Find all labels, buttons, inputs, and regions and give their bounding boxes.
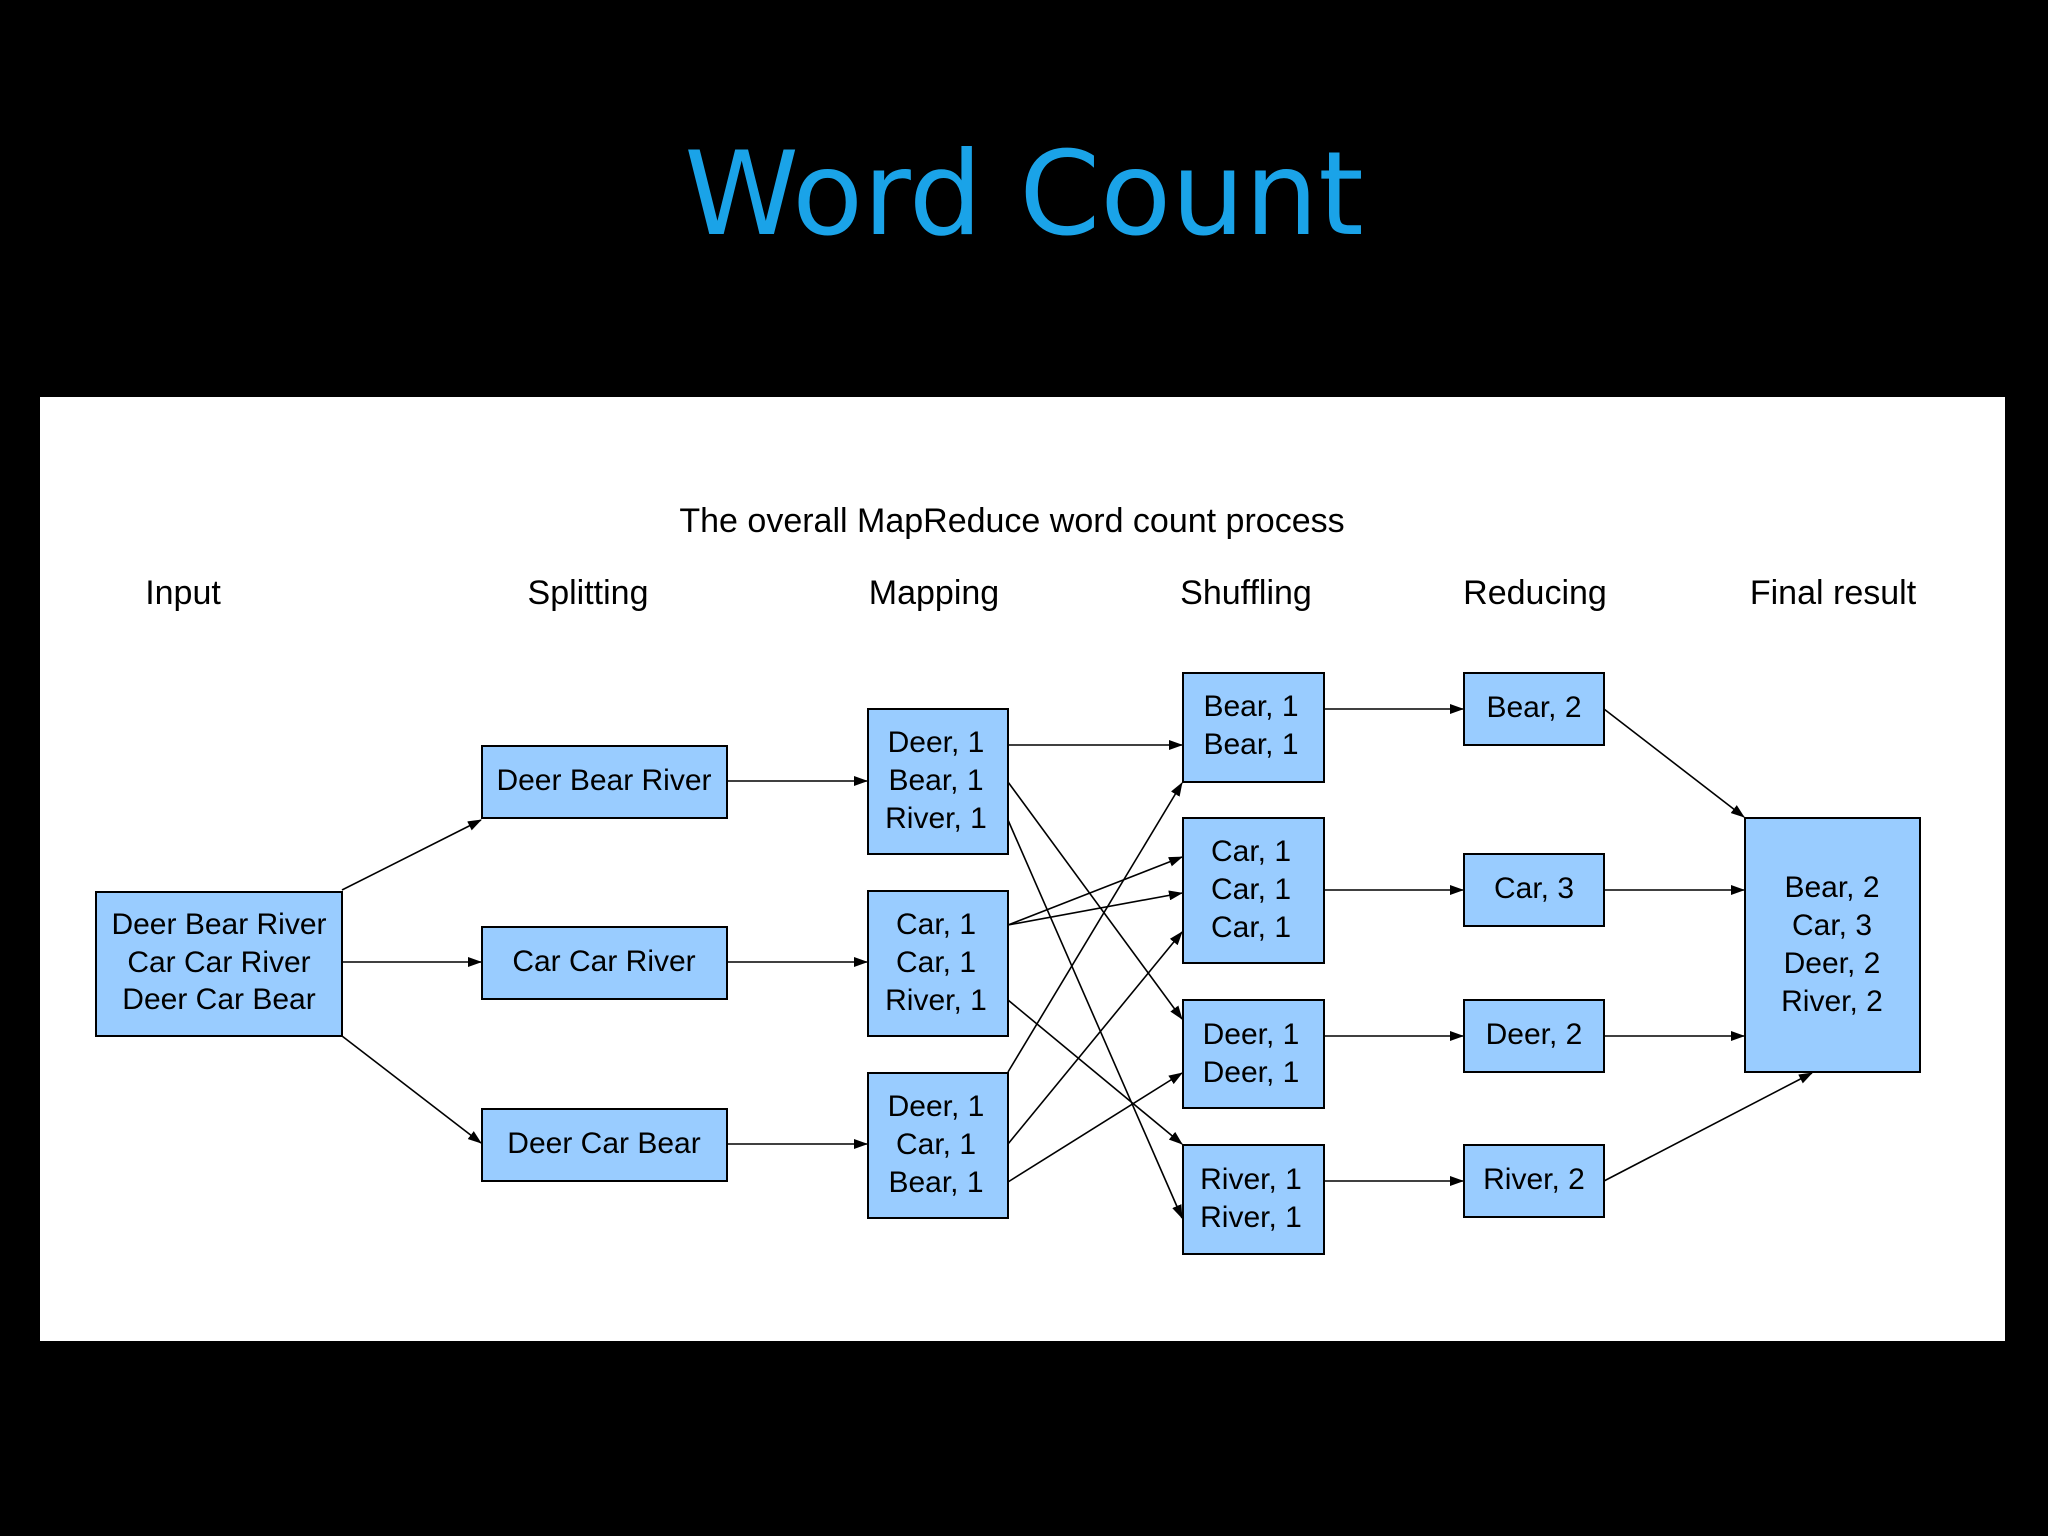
reduce-line: Bear, 2 <box>1486 691 1581 724</box>
reduce-box-deer: Deer, 2 <box>1463 999 1605 1073</box>
map-box-1: Deer, 1 Bear, 1 River, 1 <box>867 708 1009 855</box>
split-box-3: Deer Car Bear <box>481 1108 728 1182</box>
arrow-map-2-shuffle-car-b <box>1007 890 1183 926</box>
input-line: Car Car River <box>127 946 310 979</box>
map-line: Car, 1 <box>896 946 976 979</box>
arrow-reduce-river-final <box>1603 1072 1813 1182</box>
stage-header-final-result: Final result <box>1750 574 1917 612</box>
map-line: River, 1 <box>885 802 987 835</box>
arrow-input-split-3 <box>341 1035 482 1144</box>
arrow-map-1-shuffle-river <box>1007 819 1183 1219</box>
split-line: Car Car River <box>512 945 695 978</box>
split-line: Deer Bear River <box>496 764 711 797</box>
shuffle-line: River, 1 <box>1200 1163 1302 1196</box>
shuffle-box-bear: Bear, 1 Bear, 1 <box>1182 672 1325 783</box>
map-box-3: Deer, 1 Car, 1 Bear, 1 <box>867 1072 1009 1219</box>
arrow-map-1-shuffle-deer <box>1007 781 1183 1020</box>
input-line: Deer Bear River <box>111 908 326 941</box>
reduce-line: Deer, 2 <box>1486 1018 1583 1051</box>
stage-header-mapping: Mapping <box>869 574 999 612</box>
input-line: Deer Car Bear <box>122 983 315 1016</box>
reduce-line: Car, 3 <box>1494 872 1574 905</box>
shuffle-line: Deer, 1 <box>1203 1056 1300 1089</box>
split-box-1: Deer Bear River <box>481 745 728 819</box>
arrow-map-3-shuffle-car <box>1007 931 1183 1145</box>
arrow-reduce-bear-final <box>1603 708 1745 818</box>
shuffle-line: Car, 1 <box>1211 835 1291 868</box>
shuffle-box-car: Car, 1 Car, 1 Car, 1 <box>1182 817 1325 964</box>
reduce-box-bear: Bear, 2 <box>1463 672 1605 746</box>
arrow-map-3-shuffle-bear <box>1007 782 1183 1073</box>
shuffle-line: Deer, 1 <box>1203 1018 1300 1051</box>
map-line: Deer, 1 <box>888 726 985 759</box>
map-line: Bear, 1 <box>888 764 983 797</box>
map-line: Car, 1 <box>896 908 976 941</box>
arrow-map-2-shuffle-river <box>1007 999 1183 1145</box>
stage-header-input: Input <box>145 574 221 612</box>
shuffle-line: Car, 1 <box>1211 873 1291 906</box>
arrow-map-3-shuffle-deer <box>1007 1072 1183 1183</box>
reduce-line: River, 2 <box>1483 1163 1585 1196</box>
map-line: Deer, 1 <box>888 1090 985 1123</box>
map-line: Bear, 1 <box>888 1166 983 1199</box>
reduce-box-car: Car, 3 <box>1463 853 1605 927</box>
final-line: River, 2 <box>1781 985 1883 1018</box>
arrow-map-2-shuffle-car-a <box>1007 856 1183 926</box>
map-line: Car, 1 <box>896 1128 976 1161</box>
map-box-2: Car, 1 Car, 1 River, 1 <box>867 890 1009 1037</box>
arrow-input-split-1 <box>341 819 482 891</box>
stage-header-splitting: Splitting <box>528 574 649 612</box>
final-result-box: Bear, 2 Car, 3 Deer, 2 River, 2 <box>1744 817 1921 1073</box>
shuffle-line: Bear, 1 <box>1203 728 1298 761</box>
shuffle-box-deer: Deer, 1 Deer, 1 <box>1182 999 1325 1109</box>
reduce-box-river: River, 2 <box>1463 1144 1605 1218</box>
stage-header-shuffling: Shuffling <box>1180 574 1312 612</box>
shuffle-line: Car, 1 <box>1211 911 1291 944</box>
slide-title: Word Count <box>684 127 1364 262</box>
arrows <box>341 704 1813 1219</box>
final-line: Bear, 2 <box>1784 871 1879 904</box>
input-box: Deer Bear River Car Car River Deer Car B… <box>95 891 343 1037</box>
split-box-2: Car Car River <box>481 926 728 1000</box>
diagram-panel <box>40 397 2005 1341</box>
shuffle-line: River, 1 <box>1200 1201 1302 1234</box>
split-line: Deer Car Bear <box>507 1127 700 1160</box>
shuffle-line: Bear, 1 <box>1203 690 1298 723</box>
diagram-caption: The overall MapReduce word count process <box>679 502 1344 540</box>
final-line: Car, 3 <box>1792 909 1872 942</box>
stage-header-reducing: Reducing <box>1463 574 1607 612</box>
map-line: River, 1 <box>885 984 987 1017</box>
shuffle-box-river: River, 1 River, 1 <box>1182 1144 1325 1255</box>
final-line: Deer, 2 <box>1784 947 1881 980</box>
